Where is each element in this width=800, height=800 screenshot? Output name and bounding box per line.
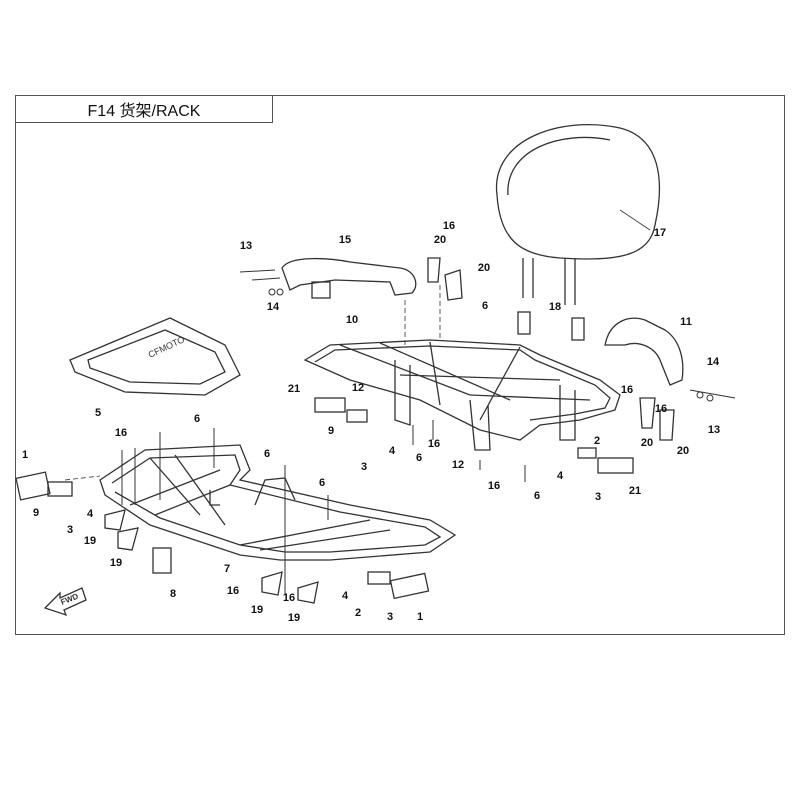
fwd-arrow: FWD [43, 587, 87, 617]
reflector [389, 572, 430, 600]
part-callout: 3 [66, 524, 74, 536]
mount-plate [367, 571, 391, 585]
reflector [597, 457, 634, 474]
part-callout: 19 [109, 557, 123, 569]
part-callout: 10 [345, 314, 359, 326]
reflector [314, 397, 346, 413]
mount-plate [346, 409, 368, 423]
part-callout: 4 [556, 470, 564, 482]
part-callout: 16 [442, 220, 456, 232]
backrest-pad [495, 124, 661, 305]
part-callout: 6 [263, 448, 271, 460]
switch-housing [152, 547, 172, 574]
part-callout: 6 [318, 477, 326, 489]
rear-rack [303, 339, 621, 451]
part-callout: 2 [354, 607, 362, 619]
part-callout: 9 [32, 507, 40, 519]
bracket [297, 581, 319, 604]
part-callout: 20 [640, 437, 654, 449]
part-callout: 15 [338, 234, 352, 246]
part-callout: 12 [351, 382, 365, 394]
diagram-frame [15, 95, 785, 635]
part-callout: 16 [427, 438, 441, 450]
part-callout: 14 [706, 356, 720, 368]
part-callout: 3 [594, 491, 602, 503]
part-callout: 18 [548, 301, 562, 313]
part-callout: 20 [676, 445, 690, 457]
part-callout: 19 [83, 535, 97, 547]
part-callout: 20 [433, 234, 447, 246]
front-rack [99, 444, 457, 561]
mount-plate [47, 481, 73, 497]
mount-plate [577, 447, 597, 459]
reflector [15, 471, 51, 501]
part-callout: 6 [415, 452, 423, 464]
part-callout: 2 [593, 435, 601, 447]
bracket [444, 269, 463, 301]
part-callout: 16 [226, 585, 240, 597]
part-callout: 19 [287, 612, 301, 624]
part-callout: 20 [477, 262, 491, 274]
part-callout: 21 [628, 485, 642, 497]
bracket [639, 397, 656, 429]
front-tray: CFMOTO [69, 317, 241, 396]
part-callout: 4 [388, 445, 396, 457]
diagram-title: F14 货架/RACK [15, 95, 273, 123]
part-callout: 14 [266, 301, 280, 313]
part-callout: 13 [239, 240, 253, 252]
part-callout: 8 [169, 588, 177, 600]
grab-handle [281, 257, 417, 296]
bushing [517, 311, 531, 335]
bracket [261, 571, 283, 596]
part-callout: 17 [653, 227, 667, 239]
part-callout: 16 [114, 427, 128, 439]
bracket [104, 509, 126, 531]
part-callout: 6 [533, 490, 541, 502]
part-callout: 3 [360, 461, 368, 473]
part-callout: 4 [341, 590, 349, 602]
part-callout: 16 [654, 403, 668, 415]
part-callout: 16 [487, 480, 501, 492]
part-callout: 19 [250, 604, 264, 616]
part-callout: 3 [386, 611, 394, 623]
part-callout: 7 [223, 563, 231, 575]
part-callout: 21 [287, 383, 301, 395]
part-callout: 12 [451, 459, 465, 471]
part-callout: 4 [86, 508, 94, 520]
part-callout: 16 [620, 384, 634, 396]
part-callout: 1 [21, 449, 29, 461]
bushing [571, 317, 585, 341]
bracket [427, 257, 441, 283]
part-callout: 9 [327, 425, 335, 437]
part-callout: 5 [94, 407, 102, 419]
part-callout: 16 [282, 592, 296, 604]
part-callout: 1 [416, 611, 424, 623]
grab-handle [604, 317, 684, 386]
part-callout: 6 [481, 300, 489, 312]
bracket [659, 409, 675, 441]
tray-logo: CFMOTO [147, 334, 186, 359]
part-callout: 11 [680, 316, 692, 328]
bracket [117, 527, 139, 551]
part-callout: 13 [707, 424, 721, 436]
part-callout: 6 [193, 413, 201, 425]
